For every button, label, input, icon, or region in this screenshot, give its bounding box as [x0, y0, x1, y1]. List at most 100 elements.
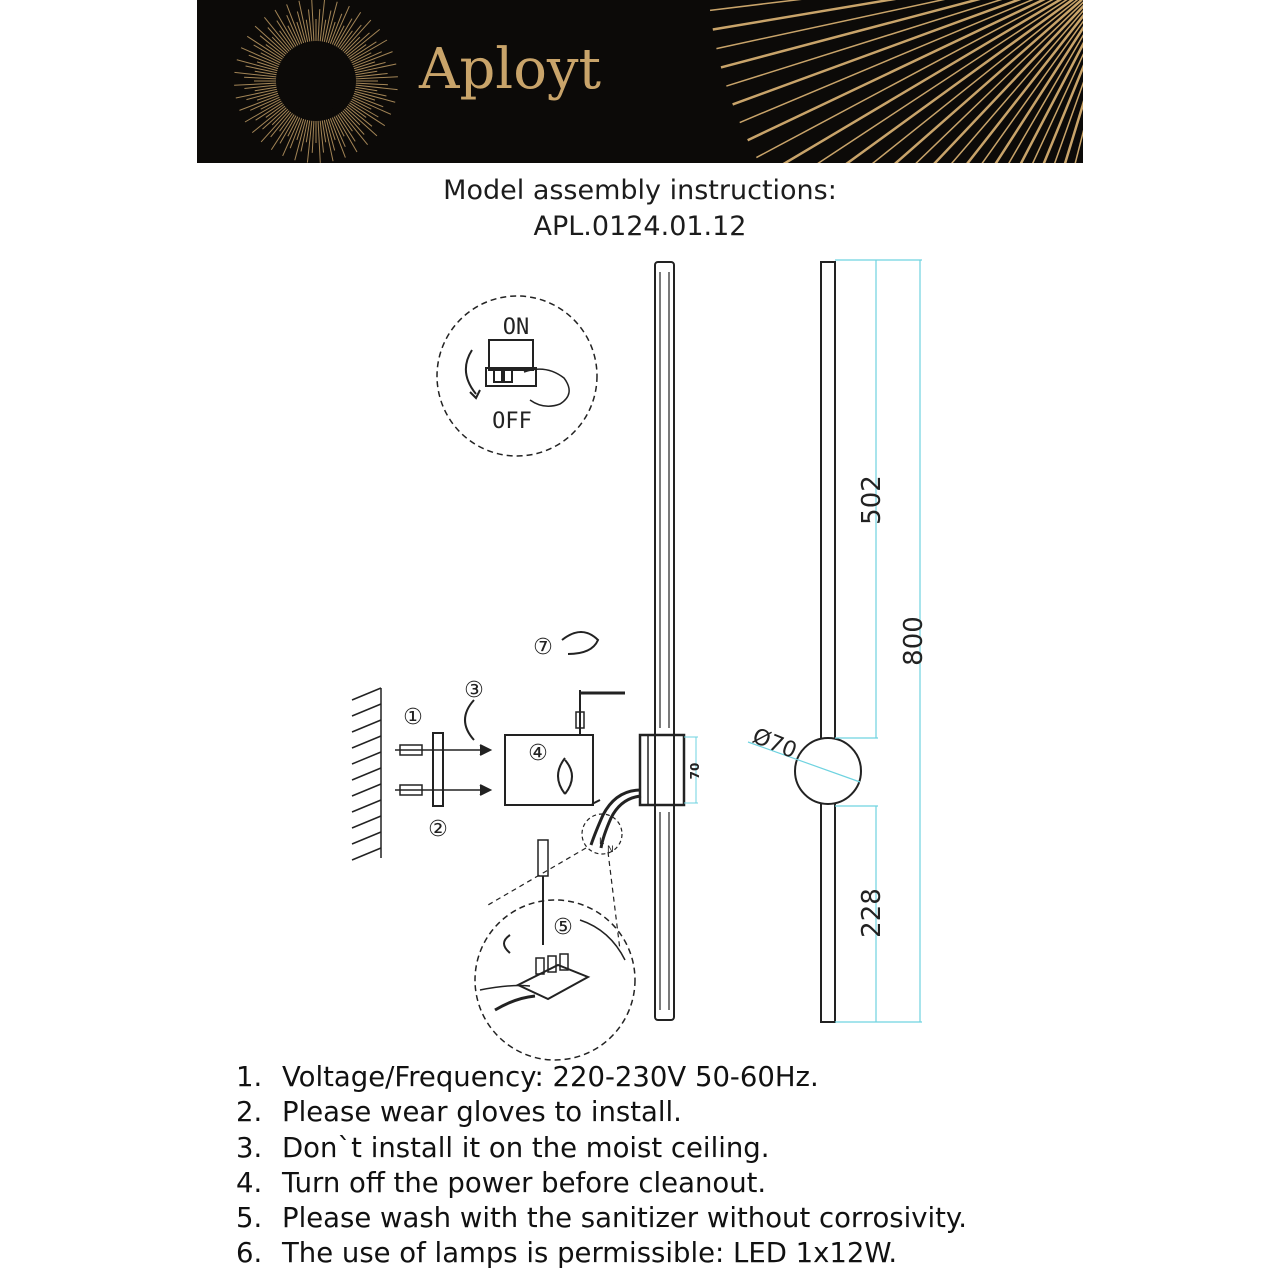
burst-ray: [732, 0, 1022, 106]
note-text: Turn off the power before cleanout.: [282, 1166, 767, 1199]
note-number: 2.: [236, 1096, 263, 1129]
sun-ray: [346, 105, 373, 127]
sun-ray: [267, 27, 290, 52]
sun-ray: [246, 35, 283, 60]
sun-ray: [355, 63, 397, 74]
sun-ray: [311, 0, 315, 42]
burst-ray: [1032, 53, 1083, 163]
connector-detail: [474, 813, 636, 1061]
burst-ray: [739, 0, 1034, 124]
sun-ray: [343, 36, 361, 54]
note-text: Don`t install it on the moist ceiling.: [282, 1131, 770, 1164]
sun-ray: [340, 111, 368, 146]
note-number: 5.: [236, 1202, 263, 1235]
burst-ray: [1019, 41, 1083, 163]
sun-ray: [236, 59, 278, 72]
sun-ray: [321, 19, 327, 42]
sun-ray: [244, 76, 277, 80]
burst-ray: [709, 0, 802, 12]
sun-ray: [305, 120, 311, 143]
sun-ray: [239, 94, 279, 111]
sun-ray: [350, 100, 379, 118]
sun-ray: [265, 44, 284, 58]
sun-ray: [333, 116, 345, 137]
note-item: 5. Please wash with the sanitizer without…: [236, 1201, 967, 1236]
note-item: 4.Turn off the power before cleanout.: [236, 1166, 967, 1201]
sun-ray: [351, 98, 372, 110]
sun-ray: [325, 119, 336, 151]
sun-ray: [286, 15, 301, 45]
lamp-side-view: [747, 261, 862, 1023]
sun-ray: [255, 102, 283, 121]
sun-ray: [345, 107, 378, 137]
sun-ray: [306, 120, 313, 163]
sun-ray: [296, 21, 305, 44]
sun-ray: [300, 120, 309, 152]
sun-ray: [235, 88, 277, 99]
step-3-marker: ③: [464, 678, 484, 703]
burst-ray: [756, 0, 1054, 159]
sun-ray: [298, 0, 309, 42]
dim-diameter: Ø70: [749, 724, 800, 764]
model-number: APL.0124.01.12: [533, 211, 747, 242]
page-title: Model assembly instructions:: [443, 175, 837, 206]
sun-ray: [331, 117, 346, 147]
sun-ray: [348, 44, 367, 58]
sun-ray: [337, 114, 356, 142]
sun-ray: [250, 96, 280, 111]
note-text: Please wear gloves to install.: [282, 1096, 682, 1129]
burst-ray: [1042, 64, 1083, 163]
burst-ray: [782, 0, 1063, 163]
sun-ray: [260, 110, 290, 143]
sun-ray: [286, 4, 303, 44]
burst-ray: [712, 0, 897, 31]
sun-ray: [279, 115, 297, 144]
sun-ray: [234, 71, 277, 78]
sun-ray: [323, 10, 332, 42]
sun-ray: [264, 16, 292, 51]
step-2-marker: ②: [428, 817, 448, 842]
sun-ray: [311, 120, 315, 153]
sun-ray: [248, 54, 279, 68]
burst-ray: [893, 0, 1083, 163]
sun-ray: [296, 118, 305, 141]
sun-ray: [294, 119, 307, 161]
dim-total: 800: [899, 616, 929, 666]
burst-ray: [933, 4, 1083, 163]
sun-ray: [355, 84, 398, 91]
sun-ray: [335, 115, 358, 153]
step-1-marker: ①: [403, 705, 423, 730]
sun-ray: [256, 61, 279, 70]
sun-ray: [343, 108, 361, 126]
sun-ray: [254, 25, 287, 55]
burst-ray: [1008, 34, 1083, 163]
burst-ray: [845, 0, 1075, 163]
sun-ray: [282, 117, 301, 157]
burst-ray: [981, 20, 1083, 163]
sun-core: [284, 49, 348, 113]
sun-ray: [240, 47, 280, 66]
sun-ray: [327, 21, 336, 44]
sun-ray: [317, 120, 321, 163]
sun-ray: [262, 107, 287, 130]
sun-ray: [317, 9, 321, 42]
sun-ray: [279, 113, 293, 132]
sun-ray: [244, 100, 282, 123]
sun-ray: [339, 113, 353, 132]
burst-ray: [716, 0, 946, 50]
wire-label-l: L: [599, 837, 604, 847]
sun-ray: [353, 92, 376, 101]
note-item: 3.Don`t install it on the moist ceiling.: [236, 1131, 967, 1166]
sun-ray: [276, 20, 295, 48]
sun-ray: [251, 105, 286, 133]
sun-ray: [346, 29, 381, 57]
burst-ray: [747, 0, 1046, 142]
step-4-marker: ④: [528, 741, 548, 766]
dim-base-height: 70: [688, 763, 702, 780]
power-switch-detail: [436, 295, 598, 457]
sun-ray: [260, 98, 281, 110]
sun-ray: [353, 94, 384, 108]
sun-ray: [355, 76, 398, 80]
note-text: Please wash with the sanitizer without c…: [282, 1202, 968, 1235]
